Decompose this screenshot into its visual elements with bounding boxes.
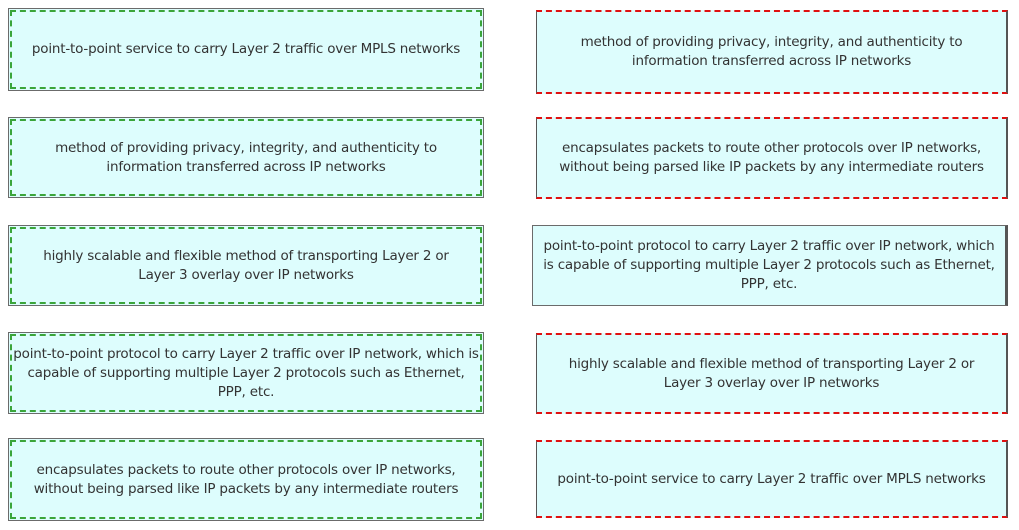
- drag-item-privacy-method[interactable]: method of providing privacy, integrity, …: [8, 117, 484, 198]
- drag-item-l2-protocol[interactable]: point-to-point protocol to carry Layer 2…: [8, 332, 484, 414]
- drop-target-1[interactable]: method of providing privacy, integrity, …: [536, 10, 1008, 94]
- item-text: highly scalable and flexible method of t…: [568, 355, 975, 391]
- drag-item-encapsulation[interactable]: encapsulates packets to route other prot…: [8, 438, 484, 521]
- drop-target-4[interactable]: highly scalable and flexible method of t…: [536, 333, 1008, 414]
- drag-item-overlay-method[interactable]: highly scalable and flexible method of t…: [8, 225, 484, 306]
- item-text: encapsulates packets to route other prot…: [559, 140, 984, 175]
- drop-target-2[interactable]: encapsulates packets to route other prot…: [536, 117, 1008, 199]
- drag-item-mpls-service[interactable]: point-to-point service to carry Layer 2 …: [8, 8, 484, 91]
- item-text: method of providing privacy, integrity, …: [55, 139, 437, 175]
- item-text: point-to-point protocol to carry Layer 2…: [543, 238, 995, 292]
- drop-target-3[interactable]: point-to-point protocol to carry Layer 2…: [532, 225, 1008, 306]
- drop-target-5[interactable]: point-to-point service to carry Layer 2 …: [536, 440, 1008, 518]
- item-text: point-to-point protocol to carry Layer 2…: [13, 345, 479, 400]
- item-text: point-to-point service to carry Layer 2 …: [557, 470, 986, 487]
- item-text: method of providing privacy, integrity, …: [580, 34, 963, 69]
- item-text: highly scalable and flexible method of t…: [43, 247, 449, 283]
- item-text: point-to-point service to carry Layer 2 …: [31, 41, 461, 57]
- item-text: encapsulates packets to route other prot…: [33, 461, 459, 497]
